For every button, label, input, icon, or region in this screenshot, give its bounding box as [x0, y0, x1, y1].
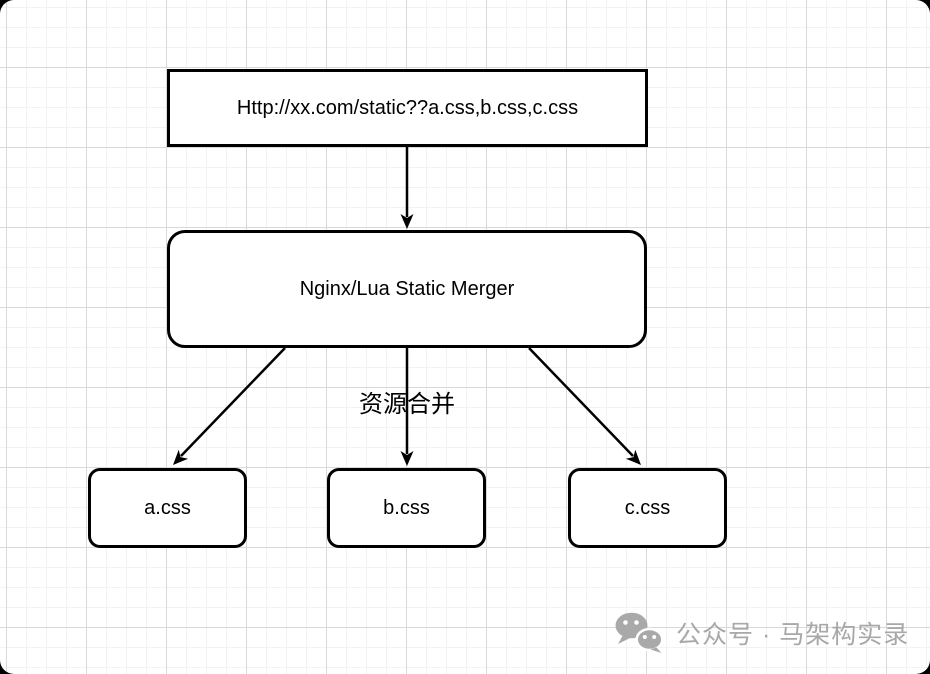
- watermark: 公众号 · 马架构实录: [615, 612, 909, 654]
- arrowhead-url-to-merger: [400, 214, 414, 229]
- node-c-css-label: c.css: [624, 497, 671, 519]
- arrow-merger-to-a: [180, 347, 286, 457]
- node-url: Http://xx.com/static??a.css,b.css,c.css: [167, 69, 648, 147]
- node-a-css-label: a.css: [144, 497, 191, 519]
- node-url-label: Http://xx.com/static??a.css,b.css,c.css: [236, 97, 579, 119]
- node-b-css-label: b.css: [383, 497, 430, 519]
- node-b-css: b.css: [327, 468, 486, 548]
- arrowhead-merger-to-c: [625, 449, 641, 465]
- node-merger: Nginx/Lua Static Merger: [167, 230, 647, 348]
- watermark-text: 公众号 · 马架构实录: [676, 621, 910, 649]
- node-merger-label: Nginx/Lua Static Merger: [299, 278, 515, 300]
- wechat-icon: [615, 612, 664, 653]
- arrow-merger-to-c: [528, 347, 634, 457]
- edge-label-merge: 资源合并: [359, 391, 455, 418]
- arrowhead-merger-to-a: [173, 449, 189, 465]
- node-c-css: c.css: [568, 468, 727, 548]
- node-a-css: a.css: [88, 468, 247, 548]
- arrowhead-merger-to-b: [400, 451, 414, 466]
